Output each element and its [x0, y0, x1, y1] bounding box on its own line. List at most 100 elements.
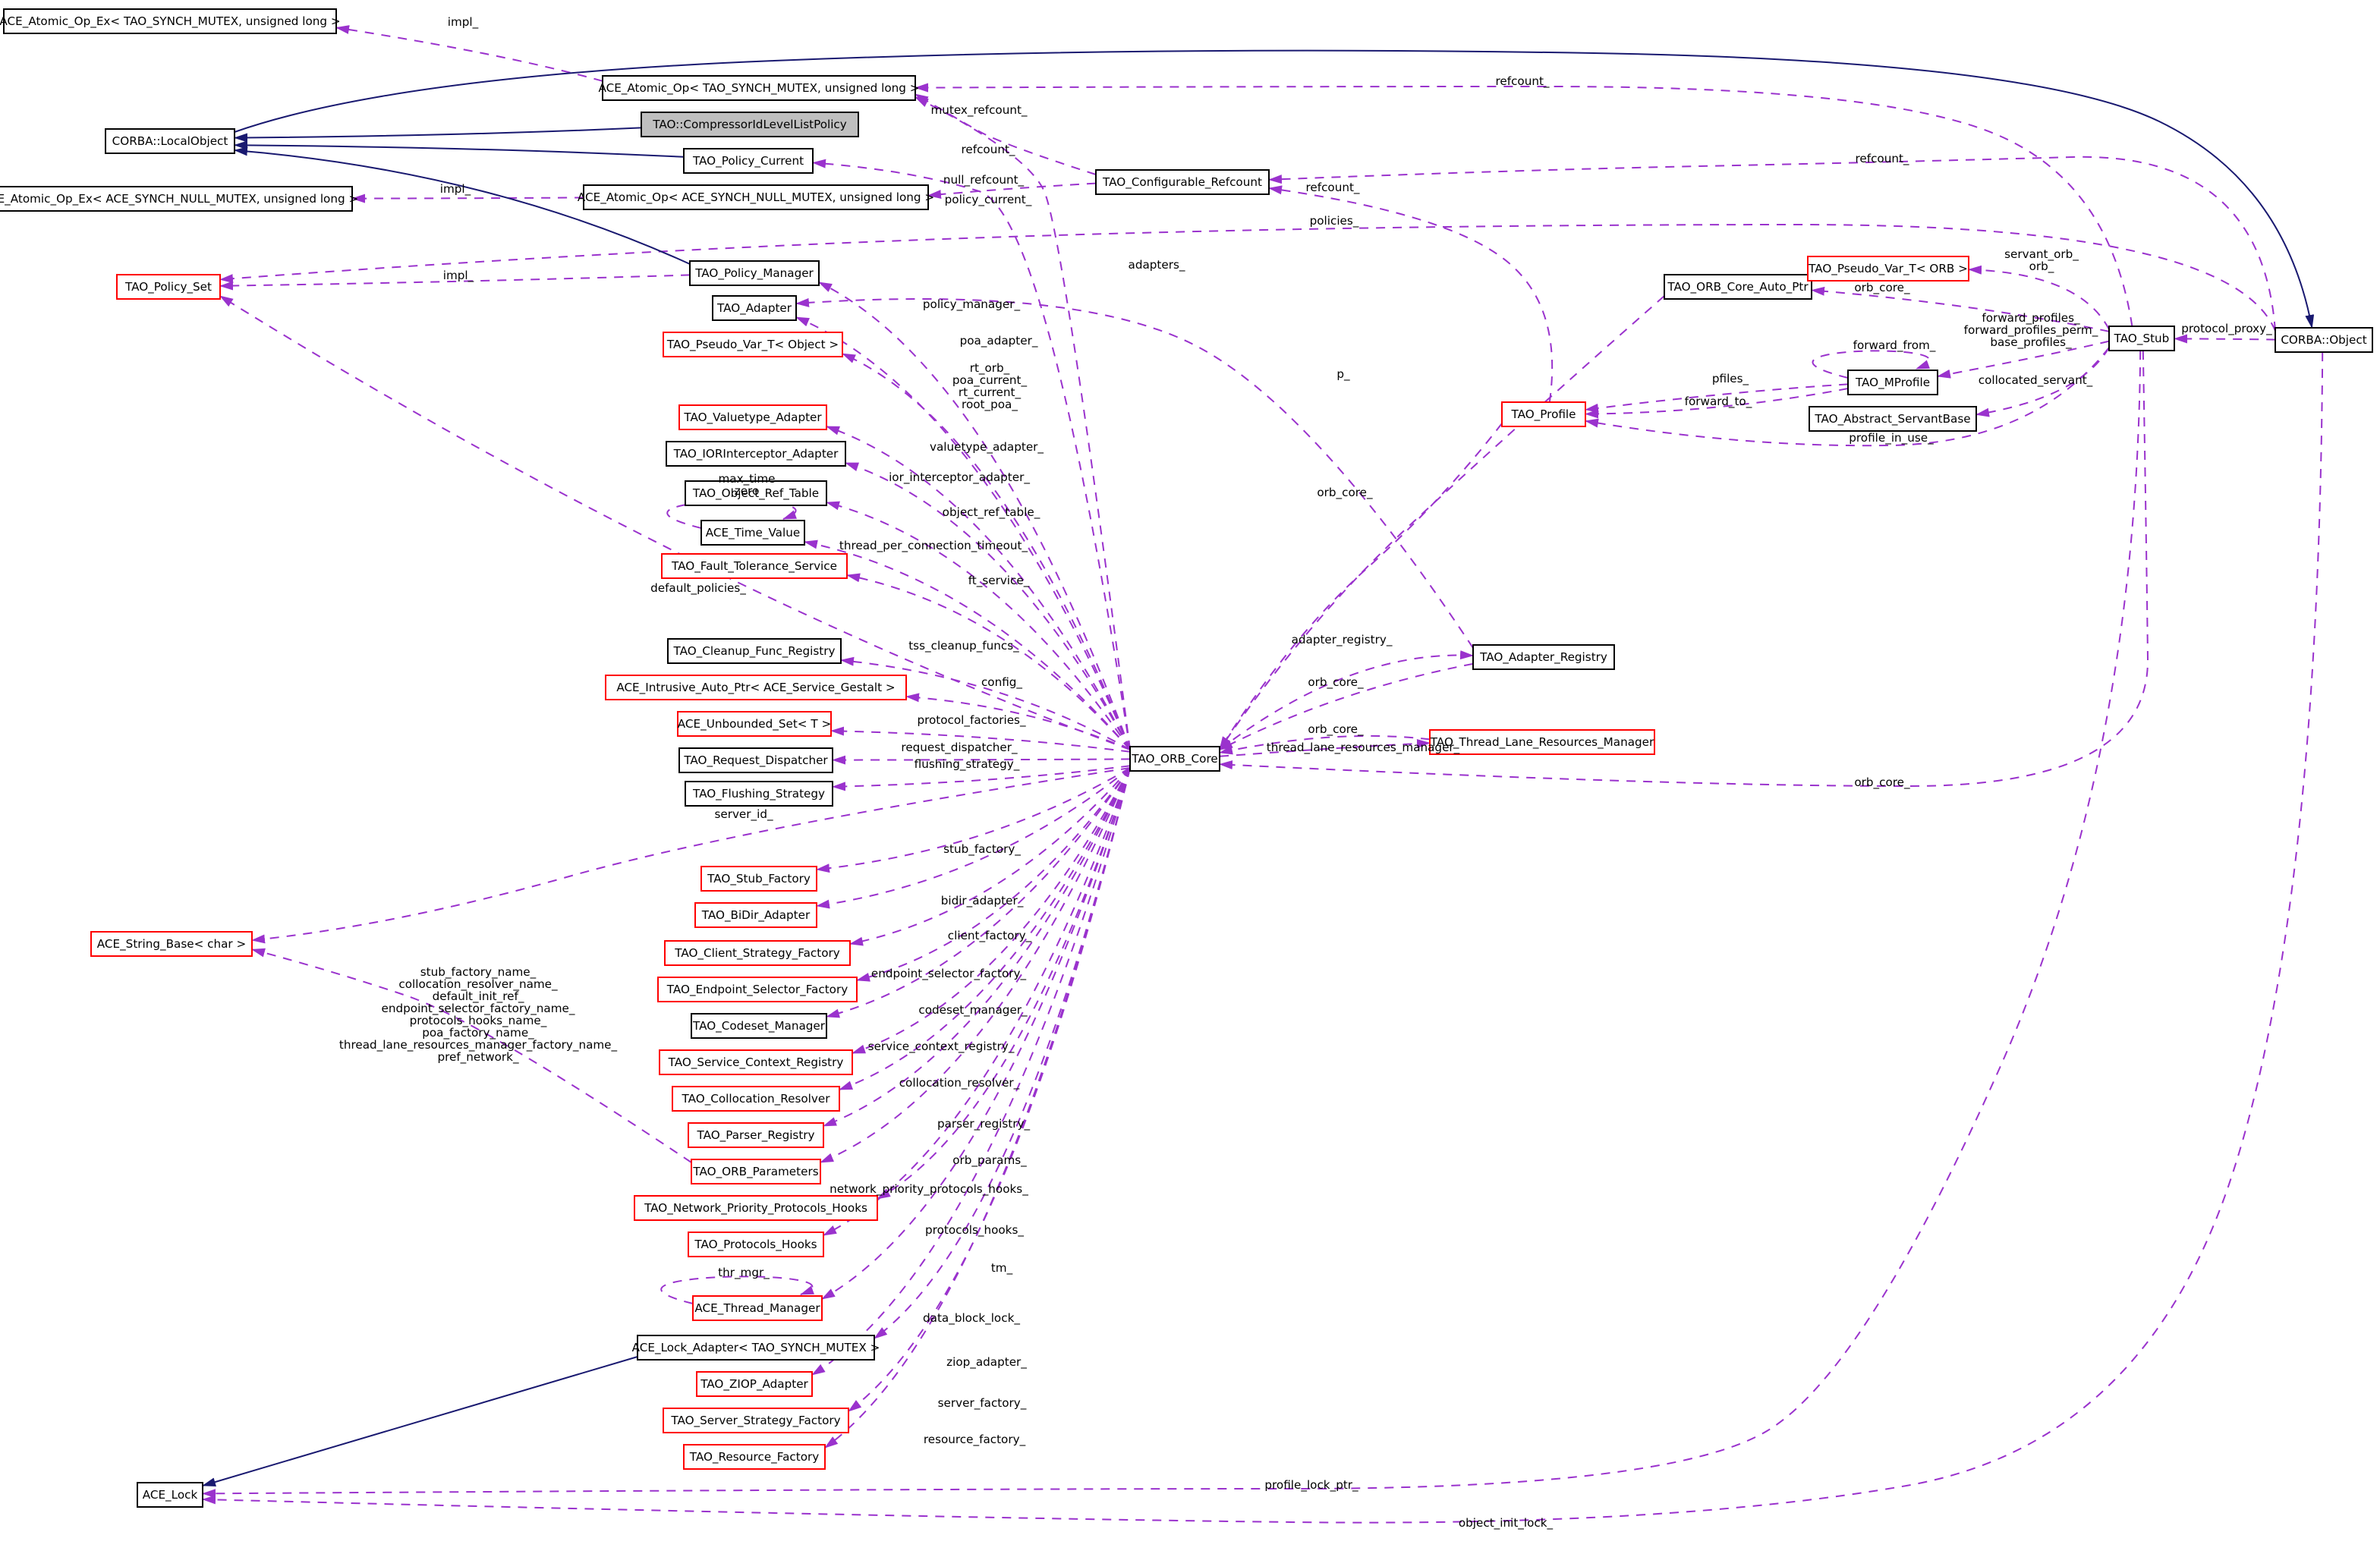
class-node-box-aao_null [583, 184, 929, 210]
class-node-localobj[interactable]: CORBA::LocalObject [105, 128, 235, 154]
edge-orb_core-to-protocols_hooks [823, 767, 1131, 1236]
class-node-codeset[interactable]: TAO_Codeset_Manager [691, 1013, 827, 1039]
edge-label-collocated-servant-: collocated_servant_ [1979, 373, 2093, 388]
class-node-intrusive[interactable]: ACE_Intrusive_Auto_Ptr< ACE_Service_Gest… [605, 675, 907, 700]
edge-conf_refcount-to-aao_null [927, 182, 1097, 200]
edge-conf_refcount-to-aao_tao [915, 93, 1097, 175]
class-node-label-orb_core_auto_ptr: TAO_ORB_Core_Auto_Ptr [1667, 280, 1809, 294]
class-node-parser[interactable]: TAO_Parser_Registry [688, 1122, 824, 1148]
class-node-box-adapter_registry [1472, 644, 1615, 670]
class-node-label-conf_refcount: TAO_Configurable_Refcount [1102, 175, 1262, 190]
class-node-collocation[interactable]: TAO_Collocation_Resolver [672, 1086, 840, 1112]
class-node-box-codeset [691, 1013, 827, 1039]
class-node-box-orb_core [1129, 746, 1220, 772]
edge-orb_core-to-adapter [795, 316, 1131, 750]
class-node-stub[interactable]: TAO_Stub [2108, 326, 2175, 351]
edge-localobj-to-corba_object [234, 49, 2315, 329]
edge-label-profile-in-use-: profile_in_use_ [1849, 431, 1934, 445]
class-node-label-thread_lane: TAO_Thread_Lane_Resources_Manager [1430, 735, 1654, 750]
class-node-server_strategy[interactable]: TAO_Server_Strategy_Factory [663, 1408, 849, 1433]
edge-orb_core-to-request_dispatcher [832, 755, 1131, 765]
class-node-box-time_value [700, 520, 805, 546]
edge-label-poa-adapter-: poa_adapter_ [960, 334, 1038, 348]
class-node-policy_current[interactable]: TAO_Policy_Current [683, 148, 814, 174]
class-node-compressor[interactable]: TAO::CompressorIdLevelListPolicy [641, 112, 859, 137]
class-node-orb_core_auto_ptr[interactable]: TAO_ORB_Core_Auto_Ptr [1664, 274, 1812, 300]
class-node-box-unbounded [677, 711, 832, 737]
class-node-label-policy_current: TAO_Policy_Current [692, 154, 804, 168]
edge-orb_core-to-string_base [251, 767, 1131, 944]
class-node-label-mprofile: TAO_MProfile [1855, 376, 1930, 390]
class-node-cleanup[interactable]: TAO_Cleanup_Func_Registry [667, 638, 842, 664]
class-node-thread_lane[interactable]: TAO_Thread_Lane_Resources_Manager [1429, 729, 1655, 755]
class-node-flushing[interactable]: TAO_Flushing_Strategy [685, 781, 833, 807]
class-node-box-stub_factory [700, 866, 817, 892]
class-node-box-orb_parameters [691, 1159, 821, 1184]
class-node-resource_factory[interactable]: TAO_Resource_Factory [683, 1444, 826, 1470]
class-node-box-thread_manager [692, 1295, 823, 1321]
edge-label-collocation-resolver-: collocation_resolver_ [899, 1076, 1020, 1090]
class-node-obj_ref_table[interactable]: TAO_Object_Ref_Table [685, 480, 827, 506]
class-node-aao_tao[interactable]: ACE_Atomic_Op< TAO_SYNCH_MUTEX, unsigned… [598, 75, 920, 101]
edge-label-impl-: impl_ [440, 182, 471, 197]
class-node-endpoint_selector[interactable]: TAO_Endpoint_Selector_Factory [657, 977, 858, 1002]
class-node-box-obj_ref_table [685, 480, 827, 506]
class-node-abstract_servantbase[interactable]: TAO_Abstract_ServantBase [1809, 406, 1977, 432]
class-node-unbounded[interactable]: ACE_Unbounded_Set< T > [677, 711, 832, 737]
class-node-label-collocation: TAO_Collocation_Resolver [682, 1092, 831, 1106]
class-node-orb_core[interactable]: TAO_ORB_Core [1129, 746, 1220, 772]
class-node-conf_refcount[interactable]: TAO_Configurable_Refcount [1095, 169, 1270, 195]
edge-orb_core-to-network_priority [877, 767, 1131, 1200]
edge-lock_adapter-to-ace_lock [202, 1356, 638, 1486]
class-node-orb_parameters[interactable]: TAO_ORB_Parameters [691, 1159, 821, 1184]
edge-label-network-priority-protocols-hooks-: network_priority_protocols_hooks_ [830, 1182, 1028, 1197]
class-node-client_factory[interactable]: TAO_Client_Strategy_Factory [664, 940, 851, 966]
edge-orb_core-to-ft_service [846, 573, 1131, 750]
class-node-box-adapter [712, 295, 797, 321]
class-node-protocols_hooks[interactable]: TAO_Protocols_Hooks [688, 1232, 824, 1257]
class-node-policy_manager[interactable]: TAO_Policy_Manager [689, 260, 820, 286]
class-node-time_value[interactable]: ACE_Time_Value [700, 520, 805, 546]
class-node-corba_object[interactable]: CORBA::Object [2275, 327, 2373, 353]
class-node-request_dispatcher[interactable]: TAO_Request_Dispatcher [678, 747, 833, 773]
class-node-bidir[interactable]: TAO_BiDir_Adapter [694, 902, 817, 928]
class-node-box-network_priority [634, 1195, 878, 1221]
class-node-adapter_registry[interactable]: TAO_Adapter_Registry [1472, 644, 1615, 670]
edge-label-tss-cleanup-funcs-: tss_cleanup_funcs_ [908, 639, 1019, 653]
class-node-aaoe_tao[interactable]: ACE_Atomic_Op_Ex< TAO_SYNCH_MUTEX, unsig… [0, 8, 341, 34]
edge-label-valuetype-adapter-: valuetype_adapter_ [930, 440, 1044, 455]
edge-stub-to-profile [1585, 347, 2110, 447]
class-node-ace_lock[interactable]: ACE_Lock [137, 1482, 203, 1508]
class-node-profile[interactable]: TAO_Profile [1501, 401, 1586, 427]
class-node-aao_null[interactable]: ACE_Atomic_Op< ACE_SYNCH_NULL_MUTEX, uns… [578, 184, 934, 210]
class-node-lock_adapter[interactable]: ACE_Lock_Adapter< TAO_SYNCH_MUTEX > [632, 1335, 880, 1361]
edge-label-profile-lock-ptr-: profile_lock_ptr_ [1264, 1478, 1358, 1493]
class-node-policy_set[interactable]: TAO_Policy_Set [116, 274, 221, 300]
class-node-box-collocation [672, 1086, 840, 1112]
edge-label-mutex-refcount-: mutex_refcount_ [930, 103, 1027, 118]
edge-orb_core-to-thread_lane [1219, 738, 1431, 757]
class-node-thread_manager[interactable]: ACE_Thread_Manager [692, 1295, 823, 1321]
edge-label-object-ref-table-: object_ref_table_ [943, 505, 1040, 520]
class-node-pseudo_var_orb[interactable]: TAO_Pseudo_Var_T< ORB > [1807, 256, 1969, 282]
class-node-ft_service[interactable]: TAO_Fault_Tolerance_Service [661, 553, 848, 579]
class-node-service_context[interactable]: TAO_Service_Context_Registry [659, 1049, 853, 1075]
edge-label-refcount-: refcount_ [1855, 152, 1909, 166]
class-node-valuetype_adapter[interactable]: TAO_Valuetype_Adapter [678, 404, 827, 430]
class-node-network_priority[interactable]: TAO_Network_Priority_Protocols_Hooks [634, 1195, 878, 1221]
edge-thread_lane-to-orb_core [1219, 735, 1431, 755]
class-node-pseudo_var_obj[interactable]: TAO_Pseudo_Var_T< Object > [663, 332, 843, 357]
class-node-stub_factory[interactable]: TAO_Stub_Factory [700, 866, 817, 892]
class-node-string_base[interactable]: ACE_String_Base< char > [90, 931, 253, 957]
class-node-mprofile[interactable]: TAO_MProfile [1847, 370, 1938, 395]
class-node-aaoe_null[interactable]: ACE_Atomic_Op_Ex< ACE_SYNCH_NULL_MUTEX, … [0, 186, 358, 212]
class-node-label-ior_adapter: TAO_IORInterceptor_Adapter [673, 447, 839, 461]
class-node-box-string_base [90, 931, 253, 957]
class-node-adapter[interactable]: TAO_Adapter [712, 295, 797, 321]
edge-adapter_registry-to-orb_core [1219, 662, 1474, 750]
class-node-ziop[interactable]: TAO_ZIOP_Adapter [696, 1371, 813, 1397]
class-node-ior_adapter[interactable]: TAO_IORInterceptor_Adapter [666, 441, 846, 467]
edge-label-orb-core-: orb_core_ [1308, 722, 1364, 737]
class-node-label-corba_object: CORBA::Object [2281, 333, 2366, 347]
edge-stub-to-ace_lock [202, 350, 2142, 1499]
